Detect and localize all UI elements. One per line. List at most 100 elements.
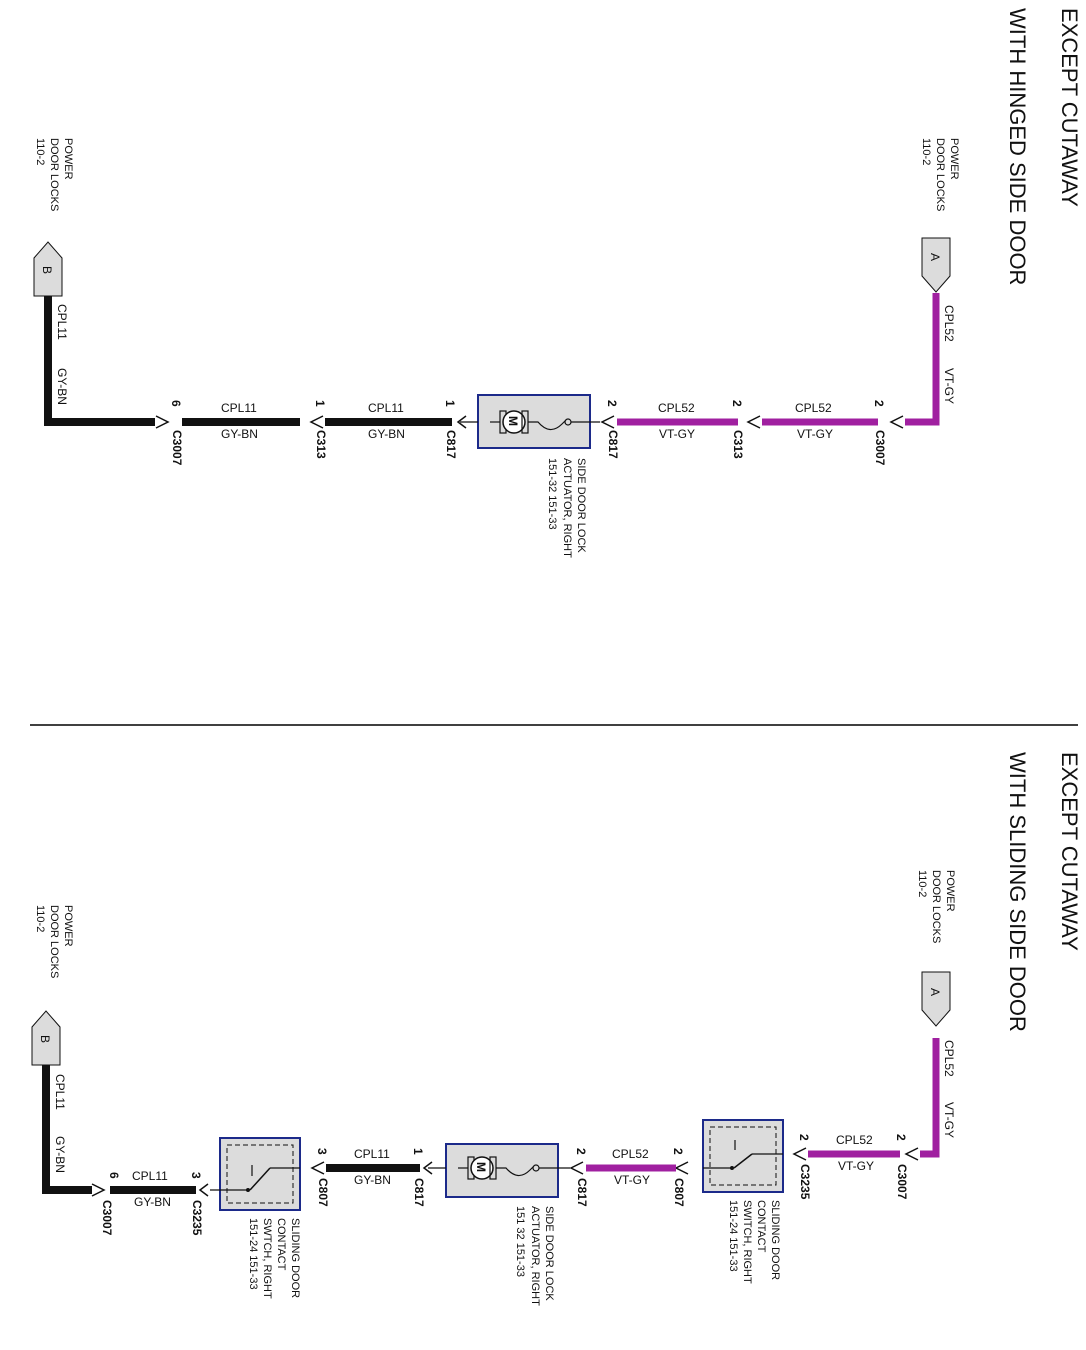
connector-b-icon: B bbox=[33, 241, 63, 297]
connector-c817-b: 1 C817 bbox=[411, 1148, 433, 1207]
seg1-color: VT-GY bbox=[838, 1159, 874, 1173]
actuator-label: SIDE DOOR LOCK ACTUATOR, RIGHT 151 32 15… bbox=[514, 1206, 555, 1306]
pin-number: 2 bbox=[671, 1148, 685, 1155]
switch-b-label: SLIDING DOOR CONTACT SWTCH, RIGHT 151-24… bbox=[247, 1218, 301, 1299]
label-line: SIDE DOOR LOCK bbox=[543, 1206, 555, 1301]
seg1-color: VT-GY bbox=[797, 427, 833, 441]
actuator-label: SIDE DOOR LOCK ACTUATOR, RIGHT 151-32 15… bbox=[546, 458, 587, 558]
label-line: 151-24 151-33 bbox=[727, 1200, 739, 1272]
ref-line: DOOR LOCKS bbox=[48, 138, 60, 211]
seg3-color: GY-BN bbox=[221, 427, 258, 441]
seg2-circuit: CPL52 bbox=[658, 401, 695, 415]
motor-icon bbox=[502, 410, 526, 434]
switch-blade-icon bbox=[249, 1167, 271, 1191]
pin-number: 2 bbox=[574, 1148, 588, 1155]
ref-power-door-locks-a: POWER DOOR LOCKS 110-2 bbox=[920, 138, 960, 211]
seg1-circuit: CPL52 bbox=[836, 1133, 873, 1147]
connector-c313-b: 1 C313 bbox=[309, 400, 328, 459]
wire-black-b bbox=[44, 296, 155, 426]
connector-c3235-b: 3 C3235 bbox=[189, 1172, 209, 1236]
connector-id: C817 bbox=[412, 1178, 426, 1207]
seg2-color: VT-GY bbox=[614, 1173, 650, 1187]
seg4-color: GY-BN bbox=[368, 427, 405, 441]
hinged-door-diagram: EXCEPT CUTAWAY WITH HINGED SIDE DOOR POW… bbox=[33, 8, 1082, 558]
label-line: 151-24 151-33 bbox=[247, 1218, 259, 1290]
connector-id: C817 bbox=[444, 430, 458, 459]
label-line: SWITCH, RIGHT bbox=[741, 1200, 753, 1284]
connector-a-icon: A bbox=[921, 237, 951, 293]
ref-power-door-locks-b: POWER DOOR LOCKS 110-2 bbox=[34, 138, 74, 211]
connector-a-label: A bbox=[928, 253, 942, 261]
pin-number: 2 bbox=[872, 400, 886, 407]
connector-c817-a: 2 C817 bbox=[600, 400, 620, 459]
label-line: SLIDING DOOR bbox=[769, 1200, 781, 1280]
connector-id: C817 bbox=[606, 430, 620, 459]
label-line: 151-32 151-33 bbox=[546, 458, 558, 530]
ref-line: 110-2 bbox=[920, 138, 932, 165]
seg3-color: GY-BN bbox=[134, 1195, 171, 1209]
seg1-circuit: CPL52 bbox=[795, 401, 832, 415]
sliding-door-contact-switch-a bbox=[702, 1119, 784, 1193]
label-line: 151 32 151-33 bbox=[514, 1206, 526, 1277]
label-line: SIDE DOOR LOCK bbox=[575, 458, 587, 553]
side-door-lock-actuator: M bbox=[428, 1143, 570, 1198]
seg2-color: VT-GY bbox=[659, 427, 695, 441]
label-line: CONTACT bbox=[275, 1218, 287, 1271]
connector-c817-b: 1 C817 bbox=[443, 400, 467, 459]
connector-id: C313 bbox=[731, 430, 745, 459]
switch-a-label: SLIDING DOOR CONTACT SWITCH, RIGHT 151-2… bbox=[727, 1200, 781, 1284]
ref-line: DOOR LOCKS bbox=[934, 138, 946, 211]
pin-number: 2 bbox=[894, 1134, 908, 1141]
wire-a-circuit: CPL52 bbox=[942, 1040, 956, 1077]
label-line: CONTACT bbox=[755, 1200, 767, 1253]
connector-id: C807 bbox=[672, 1178, 686, 1207]
connector-id: C807 bbox=[316, 1178, 330, 1207]
pin-number: 3 bbox=[189, 1172, 203, 1179]
motor-symbol: M bbox=[474, 1162, 488, 1172]
label-line: ACTUATOR, RIGHT bbox=[561, 458, 573, 558]
label-line: ACTUATOR, RIGHT bbox=[529, 1206, 541, 1306]
wire-a-circuit: CPL52 bbox=[942, 305, 956, 342]
side-door-lock-actuator: M bbox=[460, 394, 600, 449]
connector-id: C3007 bbox=[100, 1200, 114, 1236]
seg4-color: GY-BN bbox=[354, 1173, 391, 1187]
pin-number: 6 bbox=[107, 1172, 121, 1179]
sliding-door-diagram: EXCEPT CUTAWAY WITH SLIDING SIDE DOOR PO… bbox=[31, 752, 1082, 1306]
connector-b-icon: B bbox=[31, 1010, 61, 1066]
connector-a-icon: A bbox=[921, 971, 951, 1027]
connector-c313-a: 2 C313 bbox=[730, 400, 761, 459]
motor-symbol: M bbox=[506, 416, 520, 426]
connector-c3007-a: 2 C3007 bbox=[872, 400, 904, 466]
pin-number: 1 bbox=[313, 400, 327, 407]
ref-line: POWER bbox=[62, 905, 74, 947]
ref-line: DOOR LOCKS bbox=[930, 870, 942, 943]
ref-line: POWER bbox=[944, 870, 956, 912]
connector-c3007-b: 6 C3007 bbox=[155, 400, 184, 466]
ref-line: DOOR LOCKS bbox=[48, 905, 60, 978]
pin-number: 1 bbox=[443, 400, 457, 407]
pin-number: 2 bbox=[605, 400, 619, 407]
title-hinged-side-door: WITH HINGED SIDE DOOR bbox=[1005, 8, 1030, 285]
connector-c807-b: 3 C807 bbox=[310, 1148, 330, 1207]
seg4-circuit: CPL11 bbox=[354, 1147, 390, 1161]
connector-c817-a: 2 C817 bbox=[569, 1148, 589, 1207]
ref-power-door-locks-b: POWER DOOR LOCKS 110-2 bbox=[34, 905, 74, 978]
wire-a-color: VT-GY bbox=[942, 1102, 956, 1138]
connector-id: C3235 bbox=[798, 1164, 812, 1200]
title-sliding-side-door: WITH SLIDING SIDE DOOR bbox=[1005, 752, 1030, 1032]
connector-c807-a: 2 C807 bbox=[671, 1148, 689, 1207]
pin-number: 1 bbox=[411, 1148, 425, 1155]
wire-a-color: VT-GY bbox=[942, 368, 956, 404]
pin-number: 6 bbox=[169, 400, 183, 407]
connector-id: C3007 bbox=[873, 430, 887, 466]
wire-b-color: GY-BN bbox=[53, 1136, 67, 1173]
switch-blade-icon bbox=[733, 1153, 753, 1169]
wire-b-circuit: CPL11 bbox=[55, 304, 69, 340]
pin-number: 3 bbox=[315, 1148, 329, 1155]
connector-a-label: A bbox=[928, 988, 942, 996]
ref-line: 110-2 bbox=[34, 138, 46, 165]
connector-b-label: B bbox=[40, 266, 54, 274]
connector-id: C3235 bbox=[190, 1200, 204, 1236]
sliding-door-contact-switch-b bbox=[210, 1137, 301, 1211]
